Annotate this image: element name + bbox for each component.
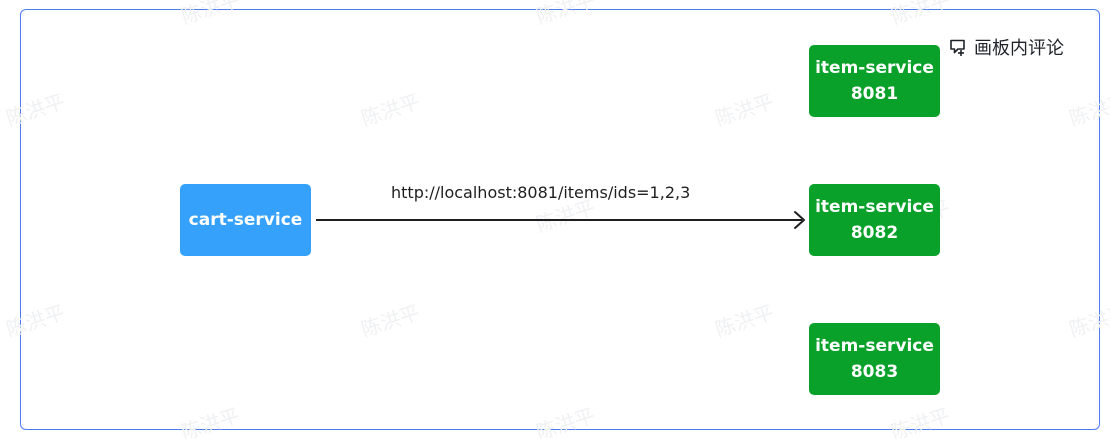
node-label: item-service <box>815 336 934 356</box>
item-service-8083-node[interactable]: item-service 8083 <box>809 323 940 395</box>
node-label: item-service <box>815 58 934 78</box>
node-label: item-service <box>815 197 934 217</box>
cart-service-node[interactable]: cart-service <box>180 184 311 256</box>
node-port: 8082 <box>850 223 899 243</box>
comment-add-icon <box>948 37 968 57</box>
item-service-8082-node[interactable]: item-service 8082 <box>809 184 940 256</box>
edge-label: http://localhost:8081/items/ids=1,2,3 <box>391 183 691 202</box>
node-port: 8081 <box>850 84 899 104</box>
node-port: 8083 <box>850 362 899 382</box>
arrow-head-icon <box>794 211 805 229</box>
comment-label: 画板内评论 <box>974 38 1064 59</box>
item-service-8081-node[interactable]: item-service 8081 <box>809 45 940 117</box>
node-label: cart-service <box>188 210 303 230</box>
board-comment-button[interactable]: 画板内评论 <box>946 32 1066 62</box>
